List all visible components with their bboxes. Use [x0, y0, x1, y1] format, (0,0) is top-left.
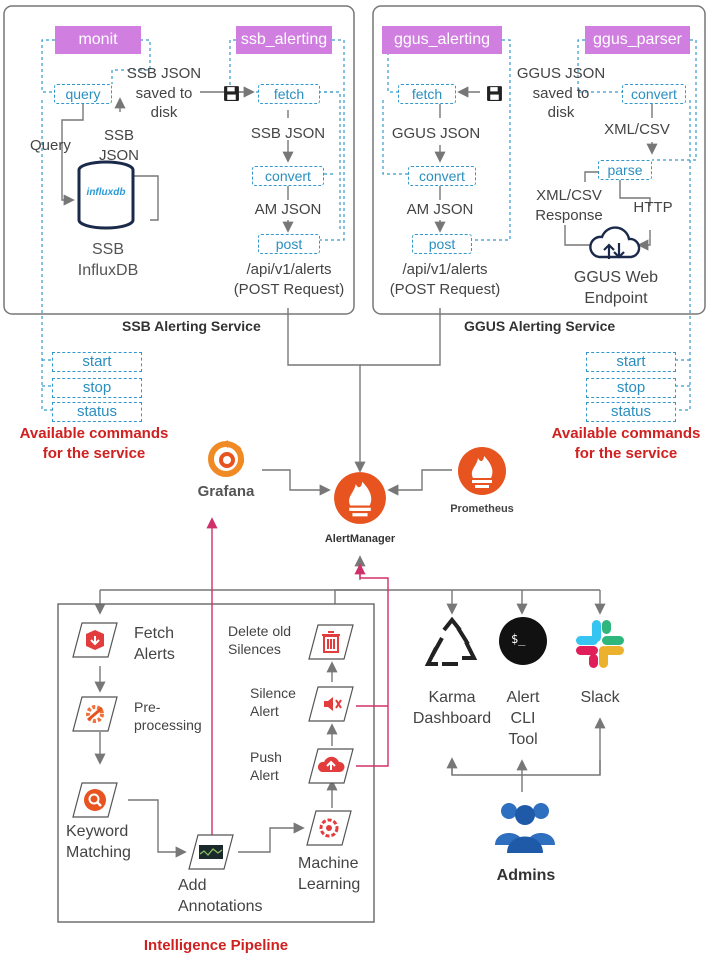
prometheus-label: Prometheus — [450, 503, 514, 515]
admins-icon — [492, 792, 558, 854]
ggus-parser-box: ggus_parser — [585, 26, 690, 54]
slack-label: Slack — [580, 689, 620, 706]
influxdb-label: SSB InfluxDB — [77, 241, 139, 279]
floppy-disk-icon-2 — [484, 84, 504, 102]
influxdb-logo: influxdb — [86, 187, 126, 198]
ggus-api-label: /api/v1/alerts (POST Request) — [389, 261, 501, 298]
machine-learning-node — [306, 810, 352, 846]
stop-command-left[interactable]: stop — [52, 378, 142, 398]
am-json-label: AM JSON — [254, 201, 322, 218]
ggus-alerting-box: ggus_alerting — [382, 26, 502, 54]
ssb-json-small-label: SSB JSON — [98, 127, 139, 164]
preprocessing-label: Pre- processing — [134, 699, 202, 734]
commands-caption-left: Available commands for the service — [19, 425, 169, 463]
delete-silences-node — [308, 624, 354, 660]
monit-box: monit — [55, 26, 141, 54]
ggus-convert-step: convert — [408, 166, 476, 186]
ggus-fetch-step: fetch — [398, 84, 456, 104]
ggus-endpoint-label: GGUS Web Endpoint — [573, 269, 659, 307]
database-icon — [76, 160, 136, 232]
ggus-json-label: GGUS JSON — [391, 125, 481, 142]
ggus-service-title: GGUS Alerting Service — [464, 318, 616, 334]
slack-logo-icon — [570, 614, 630, 674]
fetch-alerts-label: Fetch Alerts — [134, 625, 175, 663]
ssb-api-label: /api/v1/alerts (POST Request) — [233, 261, 345, 298]
prometheus-logo-icon — [454, 446, 510, 496]
http-label: HTTP — [633, 199, 673, 216]
fetch-step: fetch — [258, 84, 320, 104]
karma-dashboard-label: Karma Dashboard — [412, 689, 492, 727]
machine-learning-label: Machine Learning — [298, 855, 361, 893]
ssb-json-saved-label: SSB JSON saved to disk — [126, 65, 202, 121]
silence-alert-node — [308, 686, 354, 722]
keyword-matching-label: Keyword Matching — [66, 823, 131, 861]
keyword-matching-node — [72, 782, 118, 818]
post-step: post — [258, 234, 320, 254]
pipeline-title: Intelligence Pipeline — [143, 937, 289, 954]
commands-caption-right: Available commands for the service — [551, 425, 701, 463]
ggus-am-json-label: AM JSON — [406, 201, 474, 218]
recycle-icon — [420, 614, 484, 678]
fetch-alerts-node — [72, 622, 118, 658]
parse-step: parse — [598, 160, 652, 180]
delete-silences-label: Delete old Silences — [228, 623, 292, 658]
alertmanager-logo-icon — [330, 470, 390, 526]
ggus-convert-parser-step: convert — [622, 84, 686, 104]
add-annotations-label: Add Annotations — [178, 877, 263, 915]
push-alert-label: Push Alert — [250, 749, 282, 784]
convert-step: convert — [252, 166, 324, 186]
grafana-label: Grafana — [197, 483, 255, 500]
alert-cli-tool-label: Alert CLI Tool — [506, 689, 540, 748]
xml-csv-response-label: XML/CSV Response — [535, 187, 603, 224]
ssb-service-title: SSB Alerting Service — [122, 318, 261, 334]
ssb-json-label: SSB JSON — [250, 125, 326, 142]
push-alert-node — [308, 748, 354, 784]
terminal-icon: $_ — [496, 614, 550, 668]
cloud-sync-icon — [586, 224, 642, 264]
ssb-alerting-box: ssb_alerting — [236, 26, 332, 54]
query-step: query — [54, 84, 112, 104]
add-annotations-node — [188, 834, 234, 870]
floppy-disk-icon — [221, 84, 241, 102]
alertmanager-label: AlertManager — [324, 533, 396, 545]
ggus-json-saved-label: GGUS JSON saved to disk — [516, 65, 606, 121]
status-command-left[interactable]: status — [52, 402, 142, 422]
start-command-left[interactable]: start — [52, 352, 142, 372]
status-command-right[interactable]: status — [586, 402, 676, 422]
query-label: Query — [30, 137, 71, 154]
svg-text:$_: $_ — [511, 632, 526, 646]
grafana-logo-icon — [198, 438, 254, 480]
silence-alert-label: Silence Alert — [250, 685, 296, 720]
preprocessing-node — [72, 696, 118, 732]
xml-csv-label: XML/CSV — [604, 121, 670, 138]
ggus-post-step: post — [412, 234, 472, 254]
start-command-right[interactable]: start — [586, 352, 676, 372]
admins-label: Admins — [496, 867, 556, 884]
stop-command-right[interactable]: stop — [586, 378, 676, 398]
